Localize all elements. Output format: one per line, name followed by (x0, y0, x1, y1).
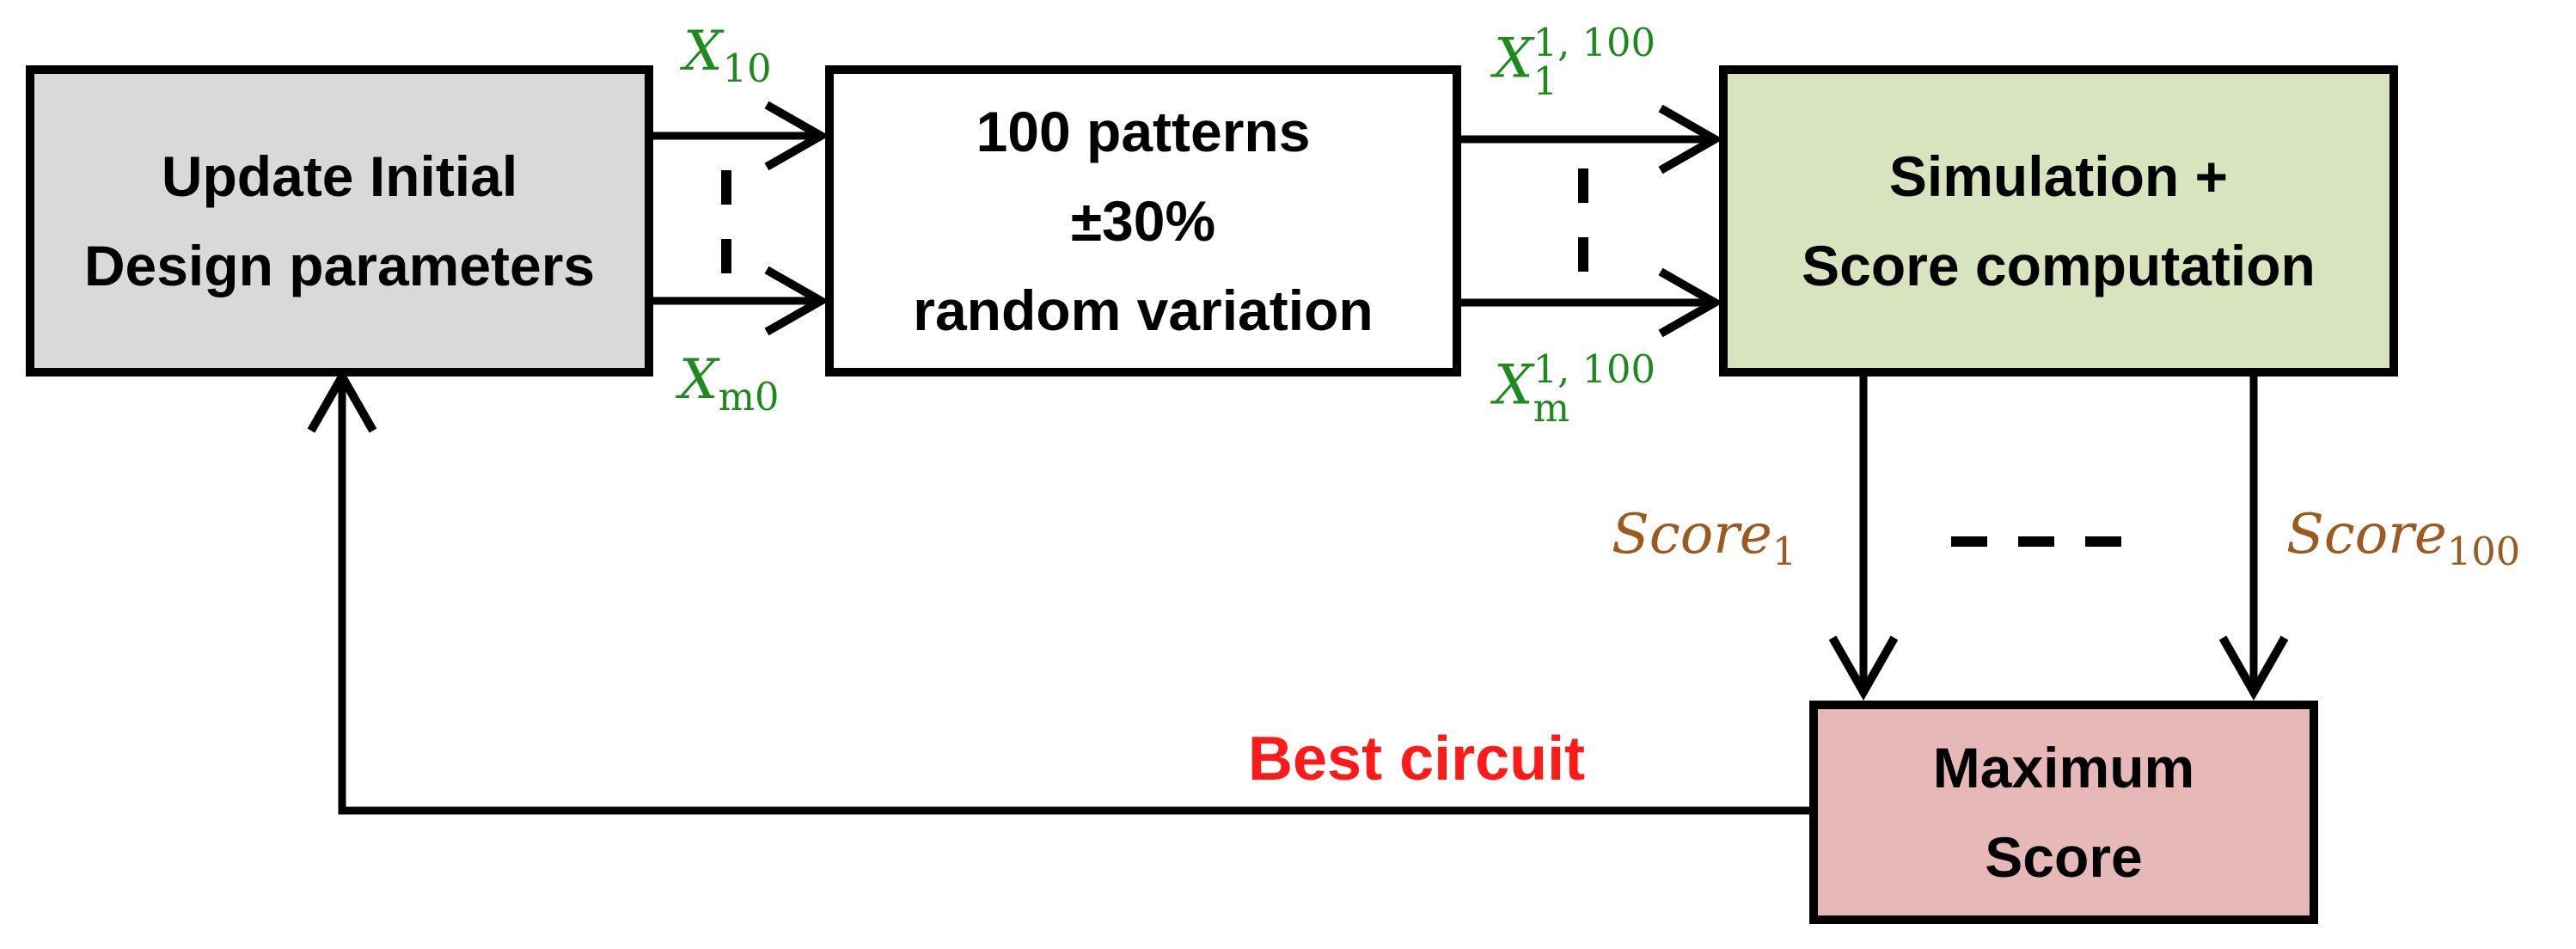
update-box-line1: Update Initial (161, 144, 518, 208)
simulation-box: Simulation + Score computation (1719, 65, 2398, 377)
maximum-box-line2: Score (1985, 825, 2143, 889)
patterns-box-line2: ±30% (1070, 188, 1216, 253)
patterns-box-line3: random variation (913, 279, 1374, 343)
label-xm0: Xm0 (679, 348, 780, 419)
patterns-box: 100 patterns ±30% random variation (825, 65, 1461, 377)
maximum-score-box: Maximum Score (1809, 701, 2318, 924)
best-circuit-label: Best circuit (1248, 725, 1586, 793)
update-parameters-box: Update Initial Design parameters (26, 65, 653, 377)
maximum-box-line1: Maximum (1932, 735, 2195, 799)
patterns-box-line1: 100 patterns (976, 99, 1311, 163)
label-score100: Score100 (2286, 503, 2521, 574)
simulation-box-line2: Score computation (1802, 234, 2316, 297)
simulation-box-line1: Simulation + (1888, 144, 2229, 208)
update-box-line2: Design parameters (83, 234, 596, 297)
label-x10: X10 (683, 20, 772, 91)
label-score1: Score1 (1612, 503, 1797, 574)
feedback-arrow (307, 368, 1809, 815)
